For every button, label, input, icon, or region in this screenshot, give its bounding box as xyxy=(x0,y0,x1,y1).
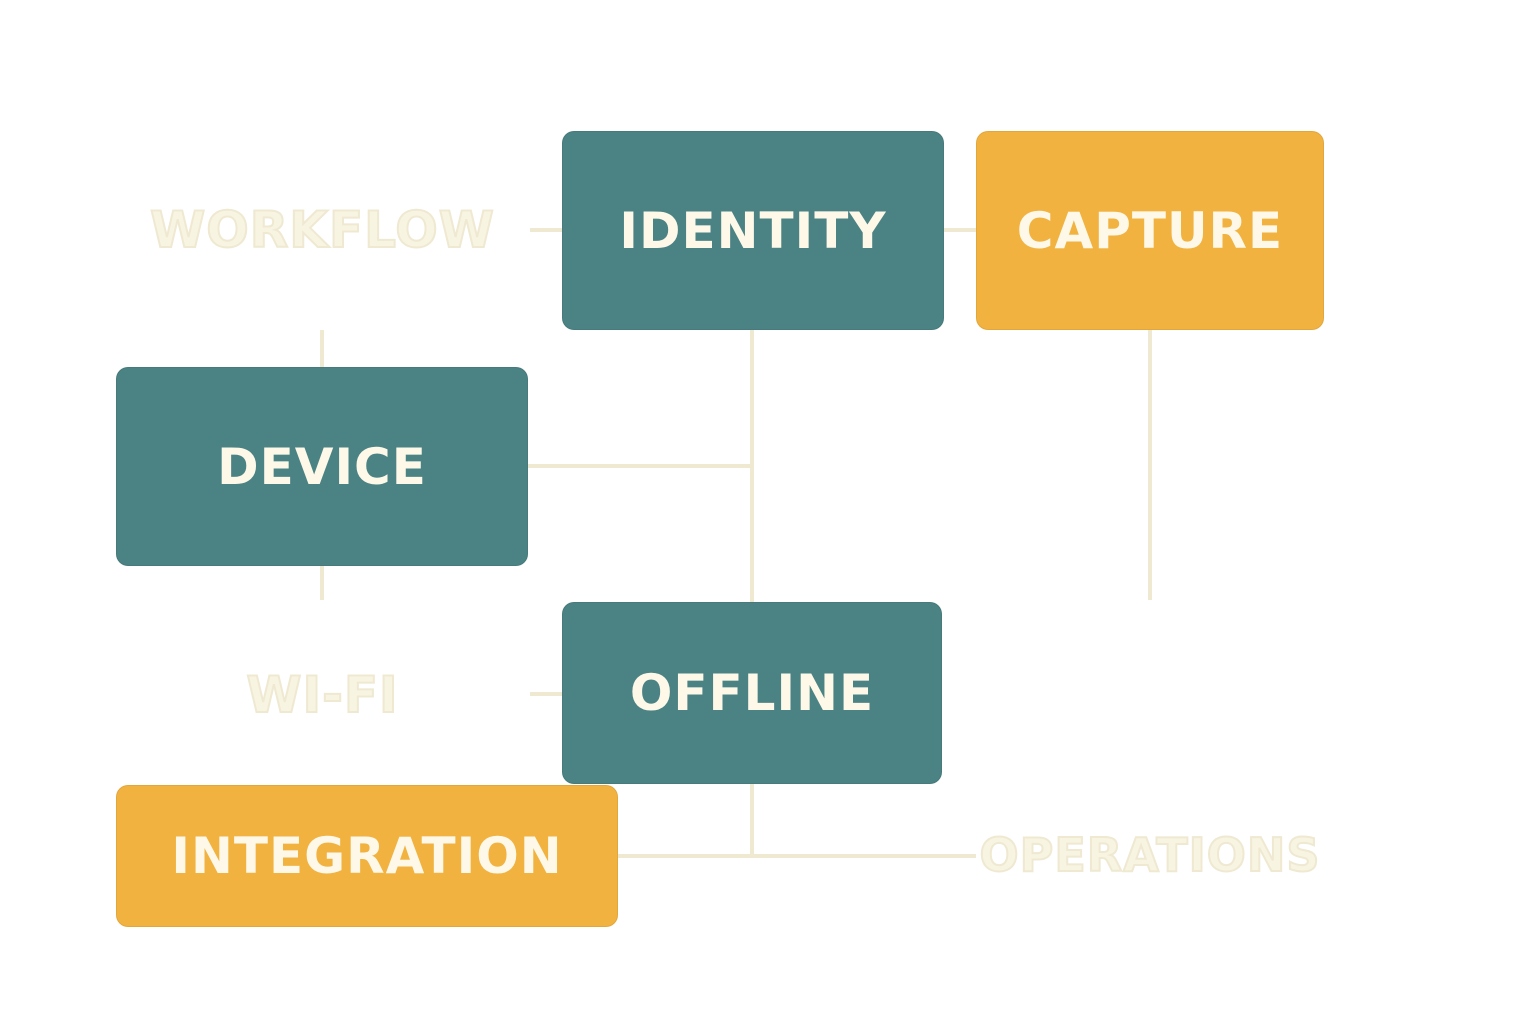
workflow-label: WORKFLOW xyxy=(149,200,495,260)
identity-node[interactable]: IDENTITY xyxy=(562,131,944,330)
device-node[interactable]: DEVICE xyxy=(116,367,528,566)
capture-node[interactable]: CAPTURE xyxy=(976,131,1324,330)
integration-node[interactable]: INTEGRATION xyxy=(116,785,618,927)
operations-label: OPERATIONS xyxy=(979,827,1321,883)
offline-node[interactable]: OFFLINE xyxy=(562,602,942,784)
wifi-label: WI-FI xyxy=(245,665,399,725)
